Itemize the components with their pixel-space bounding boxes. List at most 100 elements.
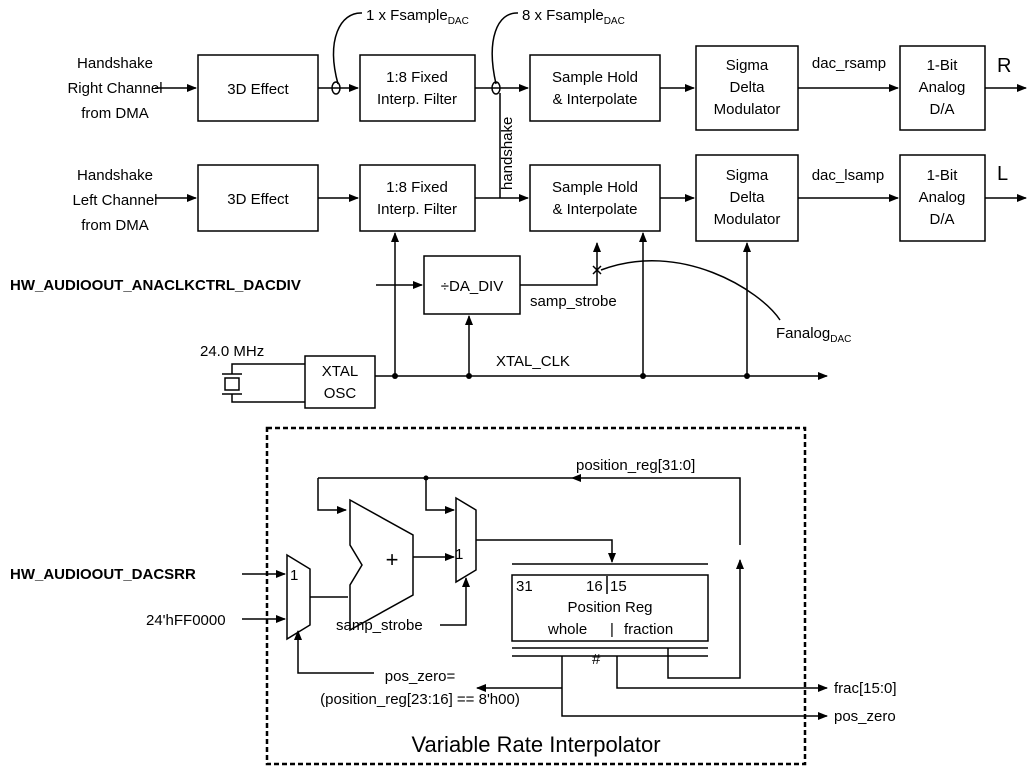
- interp-filter-left-line1: 1:8 Fixed: [386, 179, 448, 196]
- dac-right-line3: D/A: [929, 101, 954, 118]
- dacdiv-register-label: HW_AUDIOOUT_ANACLKCTRL_DACDIV: [10, 277, 301, 294]
- input-left-line3: from DMA: [81, 217, 149, 234]
- register-feedback-line: [667, 559, 744, 679]
- input-left-line1: Handshake: [77, 167, 153, 184]
- register-bit15: 15: [610, 578, 627, 595]
- dac-lsamp-label: dac_lsamp: [812, 167, 885, 184]
- sample-hold-left-line1: Sample Hold: [552, 179, 638, 196]
- fsample8-probe: [491, 81, 501, 95]
- register-separator: |: [610, 621, 614, 638]
- effect-left-label: 3D Effect: [227, 191, 289, 208]
- dac-right-block: [899, 45, 986, 131]
- interpolator-boundary: [265, 426, 807, 766]
- sigma-delta-right-line3: Modulator: [714, 101, 781, 118]
- interpolator-title: Variable Rate Interpolator: [411, 732, 660, 757]
- sigma-delta-right-line1: Sigma: [726, 57, 769, 74]
- interp-filter-right-line2: Interp. Filter: [377, 91, 457, 108]
- pos-zero-eq-label: pos_zero=: [385, 668, 456, 685]
- dac-left-line1: 1-Bit: [927, 167, 959, 184]
- output-mux: [455, 496, 477, 584]
- dac-right-line1: 1-Bit: [927, 57, 959, 74]
- crystal-wire-bottom: [231, 394, 305, 403]
- position-reg-bus-label: position_reg[31:0]: [576, 457, 695, 474]
- da-div-block: [423, 255, 521, 315]
- xtal-clk-label: XTAL_CLK: [496, 353, 570, 370]
- output-left-label: L: [997, 163, 1008, 185]
- fanalog-probe: [592, 265, 602, 275]
- const-label: 24'hFF0000: [146, 612, 226, 629]
- sample-hold-left-line2: & Interpolate: [552, 201, 637, 218]
- position-reg-bus-arrow: [571, 474, 741, 545]
- fanalog-pointer: [600, 260, 781, 321]
- mux-to-register-line: [476, 539, 616, 563]
- effect-right-label: 3D Effect: [227, 81, 289, 98]
- pos-zero-output-arrow: [561, 656, 828, 720]
- input-mux-select-label: 1: [290, 567, 298, 584]
- fsample8-pointer: [491, 12, 519, 85]
- samp-strobe-label: samp_strobe: [530, 293, 617, 310]
- fanalog-label: FanalogDAC: [776, 325, 851, 345]
- fsample8-label: 8 x FsampleDAC: [522, 7, 625, 27]
- input-right-line1: Handshake: [77, 55, 153, 72]
- register-bit31: 31: [516, 578, 533, 595]
- fsample1-label: 1 x FsampleDAC: [366, 7, 469, 27]
- input-left-line2: Left Channel: [72, 192, 157, 209]
- adder: [349, 498, 414, 632]
- position-register-block: [511, 574, 709, 642]
- pos-zero-output-label: pos_zero: [834, 708, 896, 725]
- frac-output-label: frac[15:0]: [834, 680, 897, 697]
- fsample1-pointer: [332, 12, 363, 85]
- bus-to-mux-arrow: [425, 478, 455, 514]
- dac-rsamp-label: dac_rsamp: [812, 55, 886, 72]
- pos-zero-expression: (position_reg[23:16] == 8'h00): [320, 691, 520, 708]
- sigma-delta-left-block: [695, 154, 799, 242]
- position-register-label: Position Reg: [567, 599, 652, 616]
- xtal-osc-line2: OSC: [324, 385, 357, 402]
- xtal-osc-block: [304, 355, 376, 409]
- output-right-label: R: [997, 55, 1011, 77]
- pos-zero-select-line: [294, 630, 374, 674]
- crystal-icon: [224, 377, 240, 391]
- sample-hold-left-block: [529, 164, 661, 232]
- sigma-delta-left-line2: Delta: [729, 189, 765, 206]
- effect-left-block: [197, 164, 319, 232]
- samp-strobe-select-line: [440, 577, 470, 626]
- junction-dot: [423, 475, 429, 481]
- da-div-label: ÷DA_DIV: [441, 278, 503, 295]
- crystal-wire-top: [231, 363, 305, 374]
- dac-left-line3: D/A: [929, 211, 954, 228]
- interp-filter-left-block: [359, 164, 476, 232]
- interp-filter-right-line1: 1:8 Fixed: [386, 69, 448, 86]
- input-mux: [286, 553, 311, 641]
- sigma-delta-left-line3: Modulator: [714, 211, 781, 228]
- register-bit16: 16: [586, 578, 603, 595]
- dac-left-line2: Analog: [919, 189, 966, 206]
- handshake-label: handshake: [499, 117, 516, 190]
- sigma-delta-right-line2: Delta: [729, 79, 765, 96]
- samp-strobe-line: [520, 242, 601, 286]
- adder-plus-label: +: [386, 547, 399, 572]
- dac-right-line2: Analog: [919, 79, 966, 96]
- frequency-label: 24.0 MHz: [200, 343, 264, 360]
- bus-to-adder-arrow: [317, 478, 347, 514]
- sample-hold-right-line1: Sample Hold: [552, 69, 638, 86]
- interp-filter-left-line2: Interp. Filter: [377, 201, 457, 218]
- sigma-delta-right-block: [695, 45, 799, 131]
- output-mux-select-label: 1: [455, 546, 463, 563]
- frac-output-arrow: [616, 656, 828, 692]
- interp-samp-strobe-label: samp_strobe: [336, 617, 423, 634]
- xtal-osc-line1: XTAL: [322, 363, 358, 380]
- sample-hold-right-block: [529, 54, 661, 122]
- input-right-line3: from DMA: [81, 105, 149, 122]
- register-whole-label: whole: [547, 621, 587, 638]
- register-hash-mark: #: [592, 651, 601, 668]
- interp-filter-right-block: [359, 54, 476, 122]
- register-fraction-label: fraction: [624, 621, 673, 638]
- fsample1-probe: [331, 81, 341, 95]
- dac-left-block: [899, 154, 986, 242]
- input-right-line2: Right Channel: [67, 80, 162, 97]
- dacsrr-register-label: HW_AUDIOOUT_DACSRR: [10, 566, 196, 583]
- sigma-delta-left-line1: Sigma: [726, 167, 769, 184]
- sample-hold-right-line2: & Interpolate: [552, 91, 637, 108]
